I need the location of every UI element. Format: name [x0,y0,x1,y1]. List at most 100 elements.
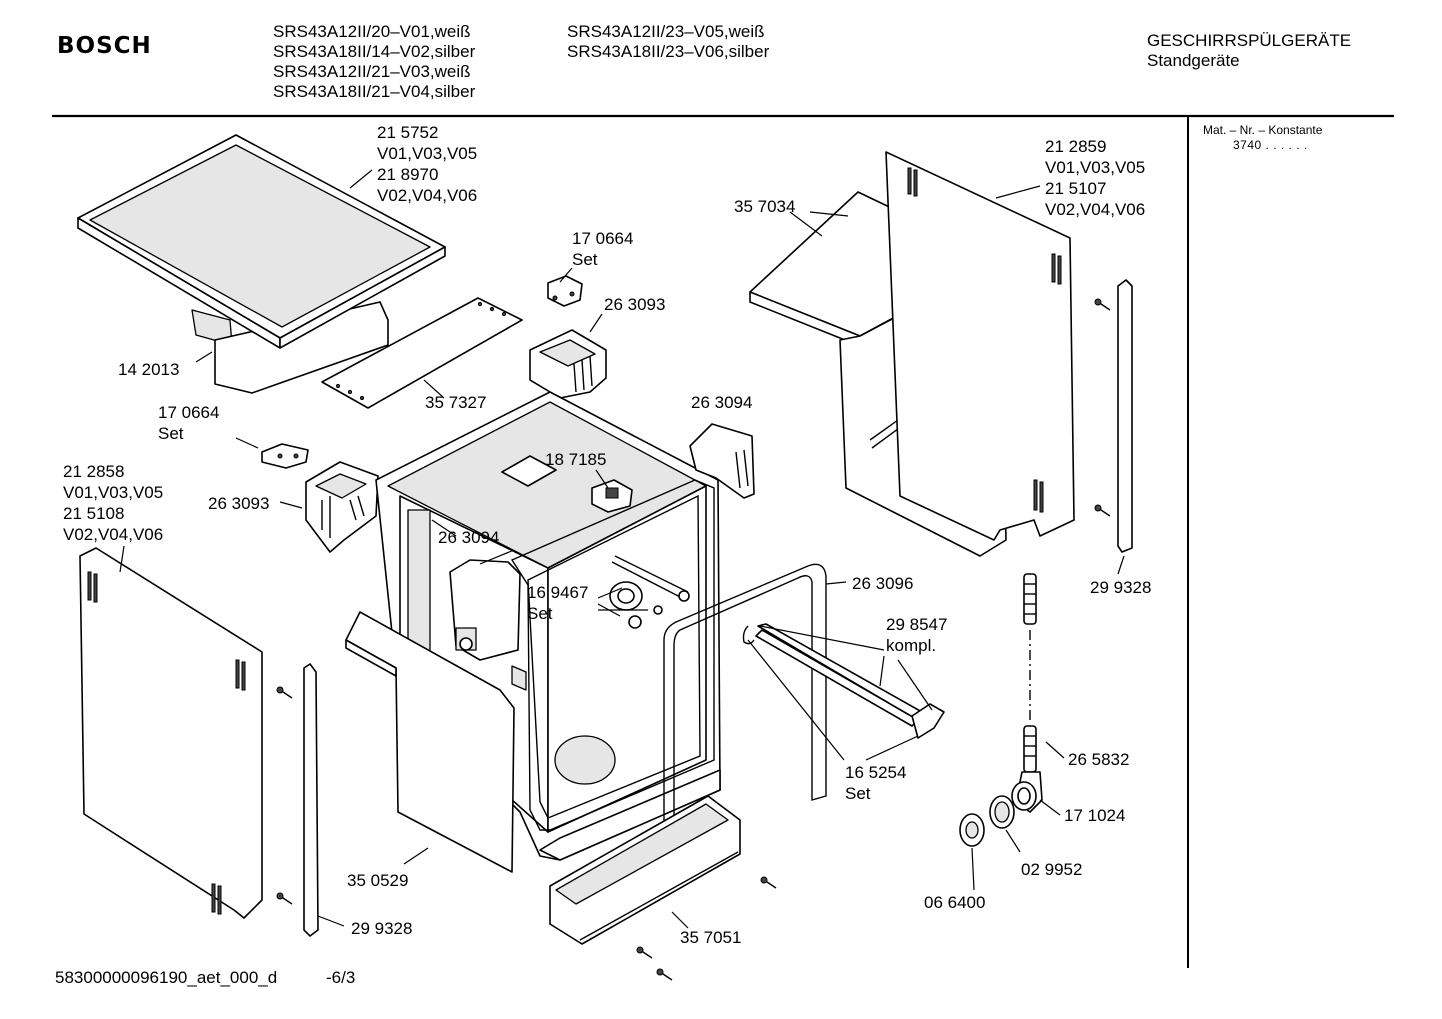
part-number: 26 3096 [852,574,914,593]
part-number: 26 3093 [604,295,666,314]
model-list-1: SRS43A12II/20–V01,weiß SRS43A18II/14–V02… [273,22,475,102]
part-number: 21 8970 [377,165,439,184]
part-note: Set [158,424,184,443]
part-label-top-cover: 21 5752 V01,V03,V05 21 8970 V02,V04,V06 [377,122,477,206]
part-number: 06 6400 [924,893,986,912]
latch-shape [591,479,633,513]
side-panel-left-shape [79,547,263,919]
part-variant: V02,V04,V06 [377,186,478,205]
screws-right [1094,298,1111,517]
bracket-right-shape [689,423,755,499]
part-number: 26 3094 [438,528,500,547]
part-label-side-panel-left: 21 2858 V01,V03,V05 21 5108 V02,V04,V06 [63,461,163,545]
part-number: 35 7051 [680,928,742,947]
sidebar-value: 3740 . . . . . . [1233,138,1308,152]
bracket-left-shape [305,461,379,553]
category-block: GESCHIRRSPÜLGERÄTE Standgeräte [1147,31,1351,71]
part-number: 29 8547 [886,615,948,634]
sidebar-heading: Mat. – Nr. – Konstante [1203,123,1323,137]
strut-shape [742,623,945,739]
category-title: GESCHIRRSPÜLGERÄTE [1147,31,1352,50]
part-number: 21 5752 [377,123,439,142]
part-label-strip-left: 29 9328 [351,918,412,939]
cap-shape [959,813,985,847]
part-label-rear-insulation: 35 7034 [734,196,795,217]
part-label-base-plate: 35 7051 [680,927,741,948]
door-frame-shape [510,479,715,831]
part-number: 35 0529 [347,871,409,890]
part-number: 16 5254 [845,763,907,782]
part-number: 26 3094 [691,393,753,412]
part-note: kompl. [886,636,937,655]
part-number: 26 3093 [208,494,270,513]
leader-lines [119,169,1125,929]
model-line: SRS43A18II/14–V02,silber [273,42,476,61]
connector-shape [1011,771,1043,813]
part-label-hinge-top: 17 0664 Set [572,228,633,270]
part-note: Set [845,784,871,803]
part-number: 21 2859 [1045,137,1107,156]
part-variant: V01,V03,V05 [377,144,478,163]
model-line: SRS43A12II/23–V05,weiß [567,22,765,41]
model-line: SRS43A18II/23–V06,silber [567,42,770,61]
page-number: -6/3 [326,968,356,987]
part-number: 17 0664 [158,403,220,422]
front-panel-shape [345,611,527,873]
part-label-strip: 35 7327 [425,392,486,413]
hinge-left-shape [261,443,309,469]
part-label-bracket-center: 26 3094 [438,527,499,548]
strip-shape [321,297,523,409]
model-list-2: SRS43A12II/23–V05,weiß SRS43A18II/23–V06… [567,22,769,62]
part-number: 21 5107 [1045,179,1107,198]
strip-right-shape [1117,279,1133,553]
top-cover-shape [77,134,446,394]
part-label-support: 14 2013 [118,359,179,380]
category-subtitle: Standgeräte [1147,51,1240,70]
part-label-side-panel-right: 21 2859 V01,V03,V05 21 5107 V02,V04,V06 [1045,136,1145,220]
part-label-bracket-top: 26 3093 [604,294,665,315]
bracket-center-shape [449,559,521,661]
document-id: 58300000096190_aet_000_d [55,968,278,987]
hinge-top-shape [547,275,583,307]
part-number: 14 2013 [118,360,180,379]
part-number: 16 9467 [527,583,589,602]
part-label-strip-right: 29 9328 [1090,577,1151,598]
seal-kit-shape [609,555,690,629]
model-line: SRS43A18II/21–V04,silber [273,82,476,101]
part-label-hose: 26 5832 [1068,749,1129,770]
part-label-seal-kit: 16 9467 Set [527,582,588,624]
ring-shape [989,795,1015,829]
model-line: SRS43A12II/20–V01,weiß [273,22,471,41]
part-number: 29 9328 [1090,578,1152,597]
part-variant: V02,V04,V06 [63,525,164,544]
part-label-connector: 17 1024 [1064,805,1125,826]
part-label-clip-set: 16 5254 Set [845,762,906,804]
part-label-latch: 18 7185 [545,449,606,470]
part-variant: V01,V03,V05 [1045,158,1146,177]
part-label-hinge-left: 17 0664 Set [158,402,219,444]
part-note: Set [572,250,598,269]
strip-left-shape [303,663,319,937]
base-plate-shape [549,795,741,945]
part-label-cap: 06 6400 [924,892,985,913]
part-number: 26 5832 [1068,750,1130,769]
part-label-front-panel: 35 0529 [347,870,408,891]
part-number: 21 5108 [63,504,125,523]
part-number: 35 7034 [734,197,796,216]
brand-logo: BOSCH [57,33,152,59]
part-number: 17 0664 [572,229,634,248]
part-variant: V01,V03,V05 [63,483,164,502]
door-seal-shape [663,563,827,881]
bracket-top-shape [529,329,607,399]
part-label-ring: 02 9952 [1021,859,1082,880]
part-label-strut: 29 8547 kompl. [886,614,947,656]
model-line: SRS43A12II/21–V03,weiß [273,62,471,81]
part-label-bracket-right: 26 3094 [691,392,752,413]
part-variant: V02,V04,V06 [1045,200,1146,219]
side-panel-right-shape [885,151,1075,541]
part-number: 02 9952 [1021,860,1083,879]
hose-shape [1023,573,1037,773]
screws-left [276,686,777,981]
part-label-bracket-left: 26 3093 [208,493,269,514]
